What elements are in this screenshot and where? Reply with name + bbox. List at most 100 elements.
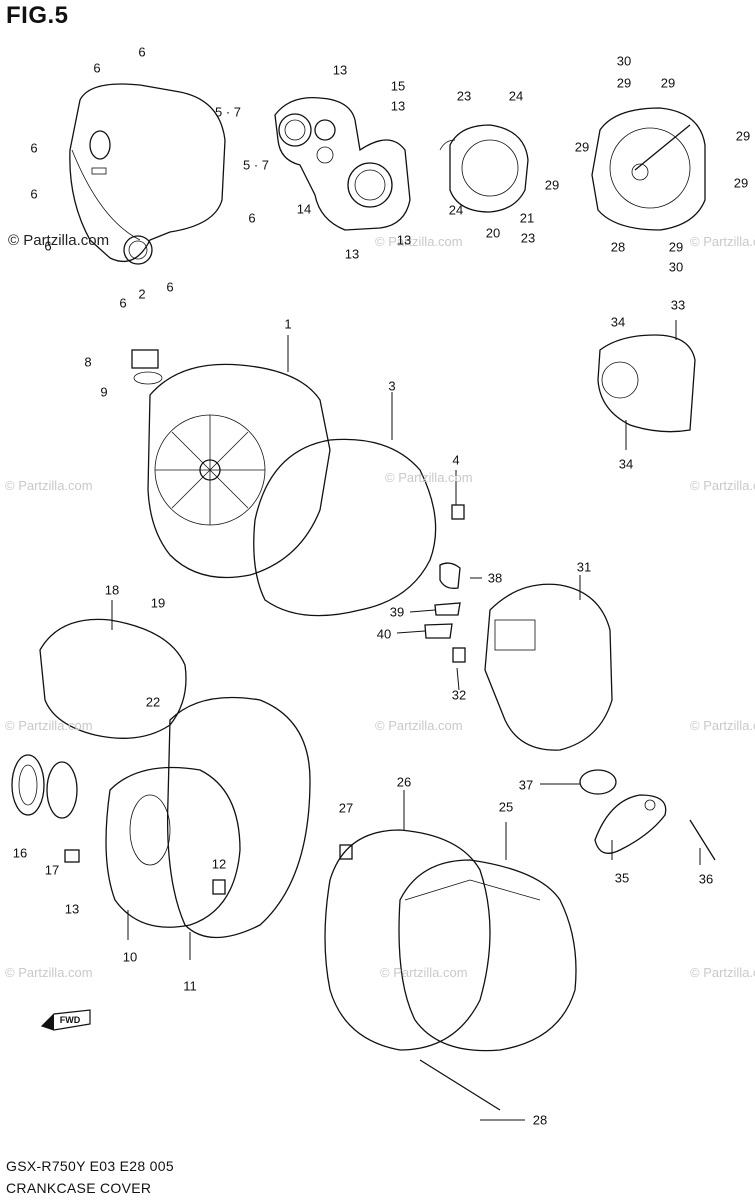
callout-26: 26 [396, 774, 412, 790]
gasket-18 [39, 618, 187, 739]
callout-6: 6 [44, 238, 52, 254]
callout-19: 19 [150, 595, 166, 611]
dowel-27 [339, 844, 353, 860]
callout-13: 13 [396, 232, 412, 248]
callout-36: 36 [698, 871, 714, 887]
cover-10 [105, 766, 241, 928]
seal-16 [11, 754, 45, 816]
dowel-32 [452, 647, 466, 663]
callout-28: 28 [532, 1112, 548, 1128]
gasket-11 [166, 696, 311, 939]
watermark-main: © Partzilla.com [8, 232, 110, 249]
callout-34: 34 [610, 314, 626, 330]
callout-29: 29 [735, 128, 751, 144]
callout-35: 35 [614, 870, 630, 886]
leader-lines [111, 320, 701, 1121]
callout-5-7: 5 · 7 [242, 157, 270, 173]
callout-13: 13 [332, 62, 348, 78]
callout-6: 6 [138, 44, 146, 60]
callout-6: 6 [30, 140, 38, 156]
clutch-cover-small-top [69, 83, 226, 265]
callout-23: 23 [520, 230, 536, 246]
diagram-title: CRANKCASE COVER [6, 1180, 152, 1196]
dowel-4 [451, 504, 465, 520]
callout-29: 29 [668, 239, 684, 255]
callout-1: 1 [284, 316, 292, 332]
watermark-repeat: © Partzilla.com [375, 718, 463, 733]
callout-6: 6 [93, 60, 101, 76]
callout-15: 15 [390, 78, 406, 94]
gasket-3 [253, 438, 437, 617]
watermark-repeat: © Partzilla.com [375, 234, 463, 249]
callout-4: 4 [452, 452, 460, 468]
callout-6: 6 [30, 186, 38, 202]
pump-cover [274, 96, 411, 231]
callout-39: 39 [389, 604, 405, 620]
callout-29: 29 [574, 139, 590, 155]
callout-22: 22 [145, 694, 161, 710]
callout-29: 29 [733, 175, 749, 191]
watermark-repeat: © Partzilla.com [690, 478, 755, 493]
dowel-12 [212, 879, 226, 895]
callout-27: 27 [338, 800, 354, 816]
o-ring-17 [46, 761, 78, 819]
callout-23: 23 [456, 88, 472, 104]
callout-13: 13 [344, 246, 360, 262]
callout-5-7: 5 · 7 [214, 104, 242, 120]
callout-18: 18 [104, 582, 120, 598]
callout-6: 6 [119, 295, 127, 311]
figure-title: FIG.5 [6, 2, 69, 29]
sensor-cover-34 [597, 334, 696, 433]
callout-9: 9 [100, 384, 108, 400]
small-round-cover [439, 124, 529, 213]
generator-cover [591, 107, 706, 231]
watermark-repeat: © Partzilla.com [385, 470, 473, 485]
bracket-35 [594, 794, 667, 854]
callout-24: 24 [508, 88, 524, 104]
callout-30: 30 [616, 53, 632, 69]
callout-29: 29 [544, 177, 560, 193]
watermark-repeat: © Partzilla.com [5, 965, 93, 980]
cover-25 [398, 859, 577, 1052]
callout-28: 28 [610, 239, 626, 255]
watermark-repeat: © Partzilla.com [380, 965, 468, 980]
callout-8: 8 [84, 354, 92, 370]
callout-20: 20 [485, 225, 501, 241]
callout-10: 10 [122, 949, 138, 965]
bolt-28 [419, 1059, 501, 1111]
callout-14: 14 [296, 201, 312, 217]
callout-33: 33 [670, 297, 686, 313]
forward-arrow-icon: FWD [40, 1009, 91, 1031]
oil-plug [131, 349, 163, 385]
callout-31: 31 [576, 559, 592, 575]
pads-38-39-40 [424, 562, 461, 639]
callout-6: 6 [166, 279, 174, 295]
model-code: GSX-R750Y E03 E28 005 [6, 1158, 174, 1174]
callout-2: 2 [138, 286, 146, 302]
callout-13: 13 [64, 901, 80, 917]
callout-16: 16 [12, 845, 28, 861]
callout-37: 37 [518, 777, 534, 793]
callout-6: 6 [248, 210, 256, 226]
callout-32: 32 [451, 687, 467, 703]
callout-25: 25 [498, 799, 514, 815]
watermark-repeat: © Partzilla.com [5, 478, 93, 493]
callout-24: 24 [448, 202, 464, 218]
gasket-26 [324, 829, 491, 1051]
callout-40: 40 [376, 626, 392, 642]
callout-17: 17 [44, 862, 60, 878]
callout-11: 11 [183, 978, 197, 994]
callout-12: 12 [211, 856, 227, 872]
callout-13: 13 [390, 98, 406, 114]
callout-34: 34 [618, 456, 634, 472]
callout-3: 3 [388, 378, 396, 394]
bolt-36 [689, 819, 716, 861]
cap-37 [579, 769, 617, 795]
crankcase-cover-main [147, 363, 331, 579]
callout-29: 29 [616, 75, 632, 91]
watermark-repeat: © Partzilla.com [690, 718, 755, 733]
callout-21: 21 [519, 210, 535, 226]
bolt-13 [64, 849, 80, 863]
fwd-label: FWD [60, 1015, 81, 1025]
